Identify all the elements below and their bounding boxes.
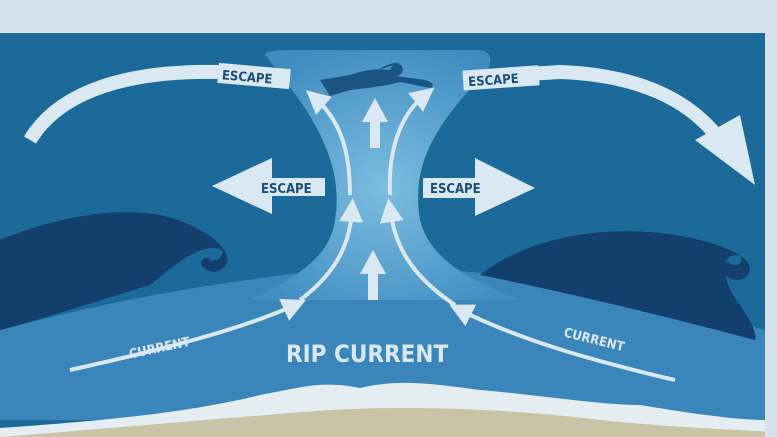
sand — [0, 408, 777, 437]
escape-text: ESCAPE — [430, 182, 481, 197]
escape-text: ESCAPE — [221, 68, 273, 87]
escape-arrow-left: ESCAPE — [212, 158, 325, 214]
sign-border-right — [765, 33, 777, 437]
escape-arc-left — [24, 64, 291, 144]
escape-arc-right — [464, 64, 726, 145]
rip-flow-arrows — [69, 87, 676, 382]
escape-label-top-right: ESCAPE — [462, 65, 540, 91]
escape-text: ESCAPE — [261, 182, 312, 197]
escape-label-top-left: ESCAPE — [217, 62, 291, 90]
left-wave — [0, 212, 228, 330]
swimmer-icon — [320, 62, 433, 96]
rip-current-title: RIP CURRENT — [286, 340, 448, 368]
escape-arrowhead-right — [695, 115, 755, 185]
right-wave — [480, 231, 756, 340]
shallow-water — [0, 270, 765, 420]
up-arrows — [360, 98, 388, 300]
escape-arrow-right: ESCAPE — [423, 158, 535, 216]
escape-text: ESCAPE — [468, 72, 520, 90]
